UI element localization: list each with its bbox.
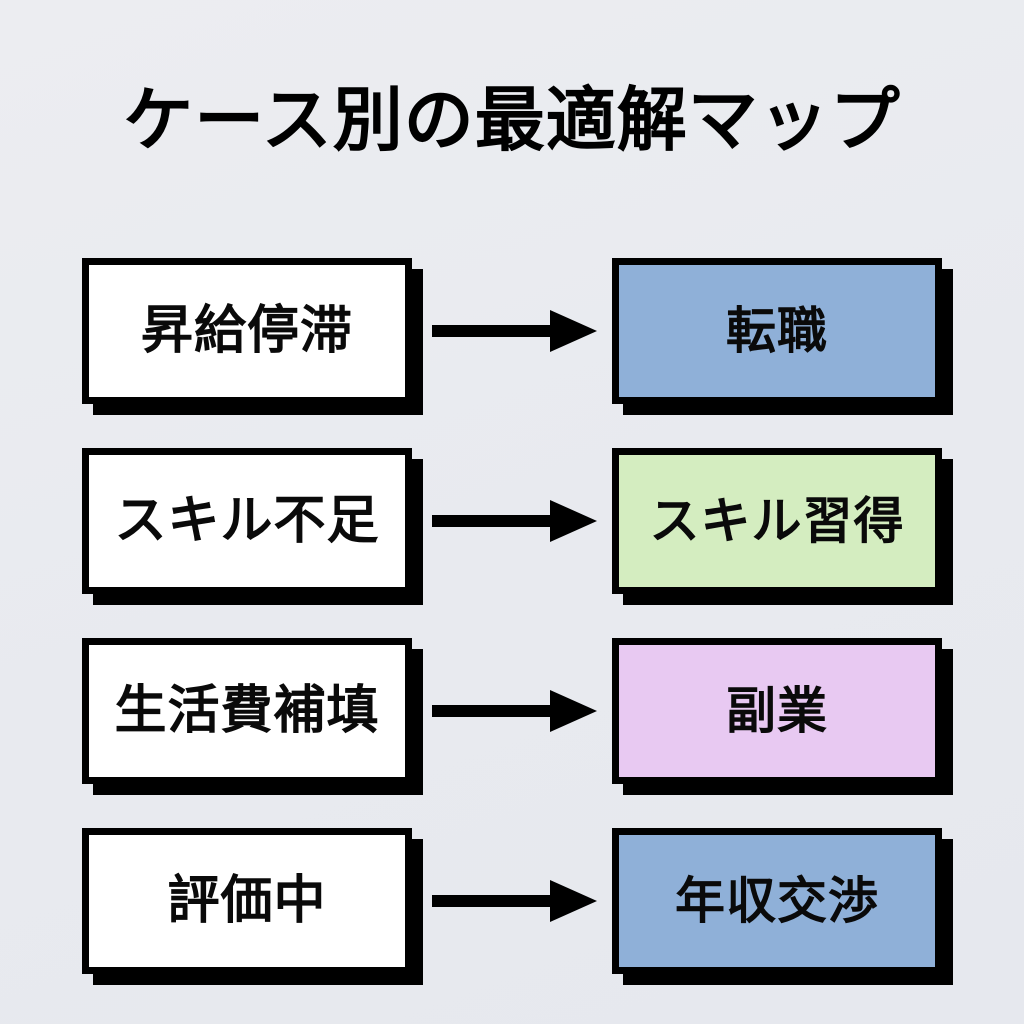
source-box-label: 昇給停滞 — [140, 301, 353, 361]
source-box[interactable]: スキル不足 — [82, 448, 412, 594]
target-box-label: 年収交渉 — [675, 872, 879, 930]
mapping-row: スキル不足 スキル習得 — [0, 448, 1024, 598]
source-box[interactable]: 昇給停滞 — [82, 258, 412, 404]
source-box-label: 生活費補填 — [114, 681, 380, 741]
page-title: ケース別の最適解マップ — [123, 79, 901, 161]
target-box-label: 副業 — [726, 682, 828, 740]
source-box[interactable]: 生活費補填 — [82, 638, 412, 784]
source-box-label: スキル不足 — [114, 491, 380, 551]
mapping-row: 昇給停滞 転職 — [0, 258, 1024, 408]
source-box[interactable]: 評価中 — [82, 828, 412, 974]
source-box-label: 評価中 — [167, 871, 327, 931]
target-box[interactable]: 転職 — [612, 258, 942, 404]
arrow-right-icon — [432, 638, 597, 784]
arrow-right-icon — [432, 828, 597, 974]
mapping-row: 生活費補填 副業 — [0, 638, 1024, 788]
target-box[interactable]: 年収交渉 — [612, 828, 942, 974]
target-box-label: スキル習得 — [649, 492, 905, 550]
arrow-right-icon — [432, 448, 597, 594]
target-box[interactable]: 副業 — [612, 638, 942, 784]
arrow-right-icon — [432, 258, 597, 404]
target-box-label: 転職 — [726, 302, 828, 360]
mapping-row: 評価中 年収交渉 — [0, 828, 1024, 978]
target-box[interactable]: スキル習得 — [612, 448, 942, 594]
